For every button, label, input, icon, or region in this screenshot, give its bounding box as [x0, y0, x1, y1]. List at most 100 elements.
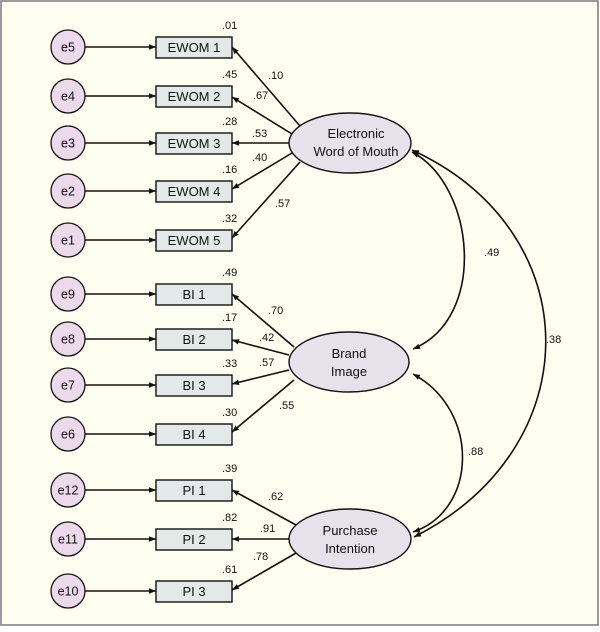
error-term: e11	[50, 521, 86, 557]
error-label: e3	[61, 137, 75, 151]
indicator-box: EWOM 5	[155, 229, 233, 252]
indicator-label: PI 2	[182, 532, 205, 547]
loading-label: .78	[253, 551, 268, 563]
error-label: e10	[58, 585, 79, 599]
error-arrows	[85, 44, 156, 594]
correlation-label: .38	[546, 334, 561, 346]
latent-ewom: Electronic Word of Mouth	[288, 112, 412, 174]
correlation-label: .49	[484, 247, 499, 259]
loading-path	[231, 293, 295, 348]
loading-path	[231, 369, 290, 386]
loading-label: .62	[268, 491, 283, 503]
r-squared-label: .61	[222, 564, 237, 576]
error-term: e1	[50, 222, 86, 258]
loading-path	[231, 46, 301, 127]
correlation-ewom-bi	[411, 151, 466, 350]
loading-label: .57	[259, 357, 274, 369]
error-term: e12	[50, 472, 86, 508]
indicator-box: EWOM 1	[155, 36, 233, 59]
loading-path	[231, 96, 293, 135]
correlation-ewom-pi	[411, 149, 547, 538]
latent-label-line2: Intention	[325, 541, 375, 556]
error-label: e2	[61, 185, 75, 199]
r-squared-label: .32	[222, 213, 237, 225]
loading-path	[231, 339, 290, 356]
loading-path	[231, 161, 301, 239]
loading-arrows	[231, 46, 301, 591]
loading-label: .70	[268, 305, 283, 317]
correlation-arrows	[411, 149, 547, 538]
indicator-label: BI 2	[182, 332, 205, 347]
r-squared-label: .01	[222, 20, 237, 32]
indicator-label: EWOM 5	[168, 233, 221, 248]
r-squared-label: .33	[222, 358, 237, 370]
error-label: e7	[61, 379, 75, 393]
error-label: e9	[61, 288, 75, 302]
indicator-label: EWOM 1	[168, 40, 221, 55]
indicator-box: BI 1	[155, 283, 233, 306]
loading-path	[231, 552, 297, 591]
error-term: e9	[50, 276, 86, 312]
error-label: e11	[58, 533, 78, 547]
r-squared-label: .45	[222, 69, 237, 81]
correlation-label: .88	[468, 446, 483, 458]
latent-label-line1: Purchase	[323, 523, 378, 538]
loading-label: .40	[252, 152, 267, 164]
error-term: e5	[50, 29, 86, 65]
error-term: e7	[50, 367, 86, 403]
loading-path	[231, 489, 297, 526]
indicator-label: BI 3	[182, 378, 205, 393]
r-squared-label: .30	[222, 407, 237, 419]
latent-label-line2: Word of Mouth	[313, 144, 398, 159]
indicator-label: EWOM 4	[168, 184, 221, 199]
indicator-box: BI 4	[155, 423, 233, 446]
indicator-box: BI 3	[155, 374, 233, 397]
error-label: e4	[61, 90, 75, 104]
latent-purchase-intention: Purchase Intention	[288, 508, 412, 570]
loading-label: .10	[268, 70, 283, 82]
r-squared-label: .82	[222, 512, 237, 524]
error-term: e8	[50, 321, 86, 357]
error-label: e5	[61, 41, 75, 55]
indicator-box: EWOM 3	[155, 132, 233, 155]
indicator-box: EWOM 2	[155, 85, 233, 108]
error-label: e12	[58, 484, 79, 498]
r-squared-label: .17	[222, 312, 237, 324]
indicator-label: PI 3	[182, 584, 205, 599]
error-label: e6	[61, 428, 75, 442]
indicator-box: EWOM 4	[155, 180, 233, 203]
indicator-label: EWOM 2	[168, 89, 221, 104]
latent-label-line1: Electronic	[327, 126, 385, 141]
error-term: e4	[50, 78, 86, 114]
error-term: e3	[50, 125, 86, 161]
error-label: e8	[61, 333, 75, 347]
latent-label-line1: Brand	[332, 346, 367, 361]
indicator-box: PI 1	[155, 479, 233, 502]
indicator-label: EWOM 3	[168, 136, 221, 151]
indicator-box: PI 3	[155, 580, 233, 603]
loading-label: .53	[252, 128, 267, 140]
indicator-box: PI 2	[155, 528, 233, 551]
error-label: e1	[61, 234, 75, 248]
indicator-label: PI 1	[182, 483, 205, 498]
indicator-box: BI 2	[155, 328, 233, 351]
latent-label-line2: Image	[331, 364, 367, 379]
loading-path	[231, 152, 293, 190]
error-term: e2	[50, 173, 86, 209]
r-squared-label: .49	[222, 267, 237, 279]
loading-path	[231, 379, 295, 433]
r-squared-label: .16	[222, 164, 237, 176]
latent-brand-image: Brand Image	[288, 331, 410, 393]
r-squared-label: .39	[222, 463, 237, 475]
indicator-label: BI 4	[182, 427, 205, 442]
loading-label: .67	[253, 90, 268, 102]
error-term: e6	[50, 416, 86, 452]
loading-label: .42	[259, 332, 274, 344]
loading-label: .91	[260, 523, 275, 535]
indicator-label: BI 1	[182, 287, 205, 302]
correlation-bi-pi	[412, 373, 464, 533]
loading-label: .55	[279, 400, 294, 412]
